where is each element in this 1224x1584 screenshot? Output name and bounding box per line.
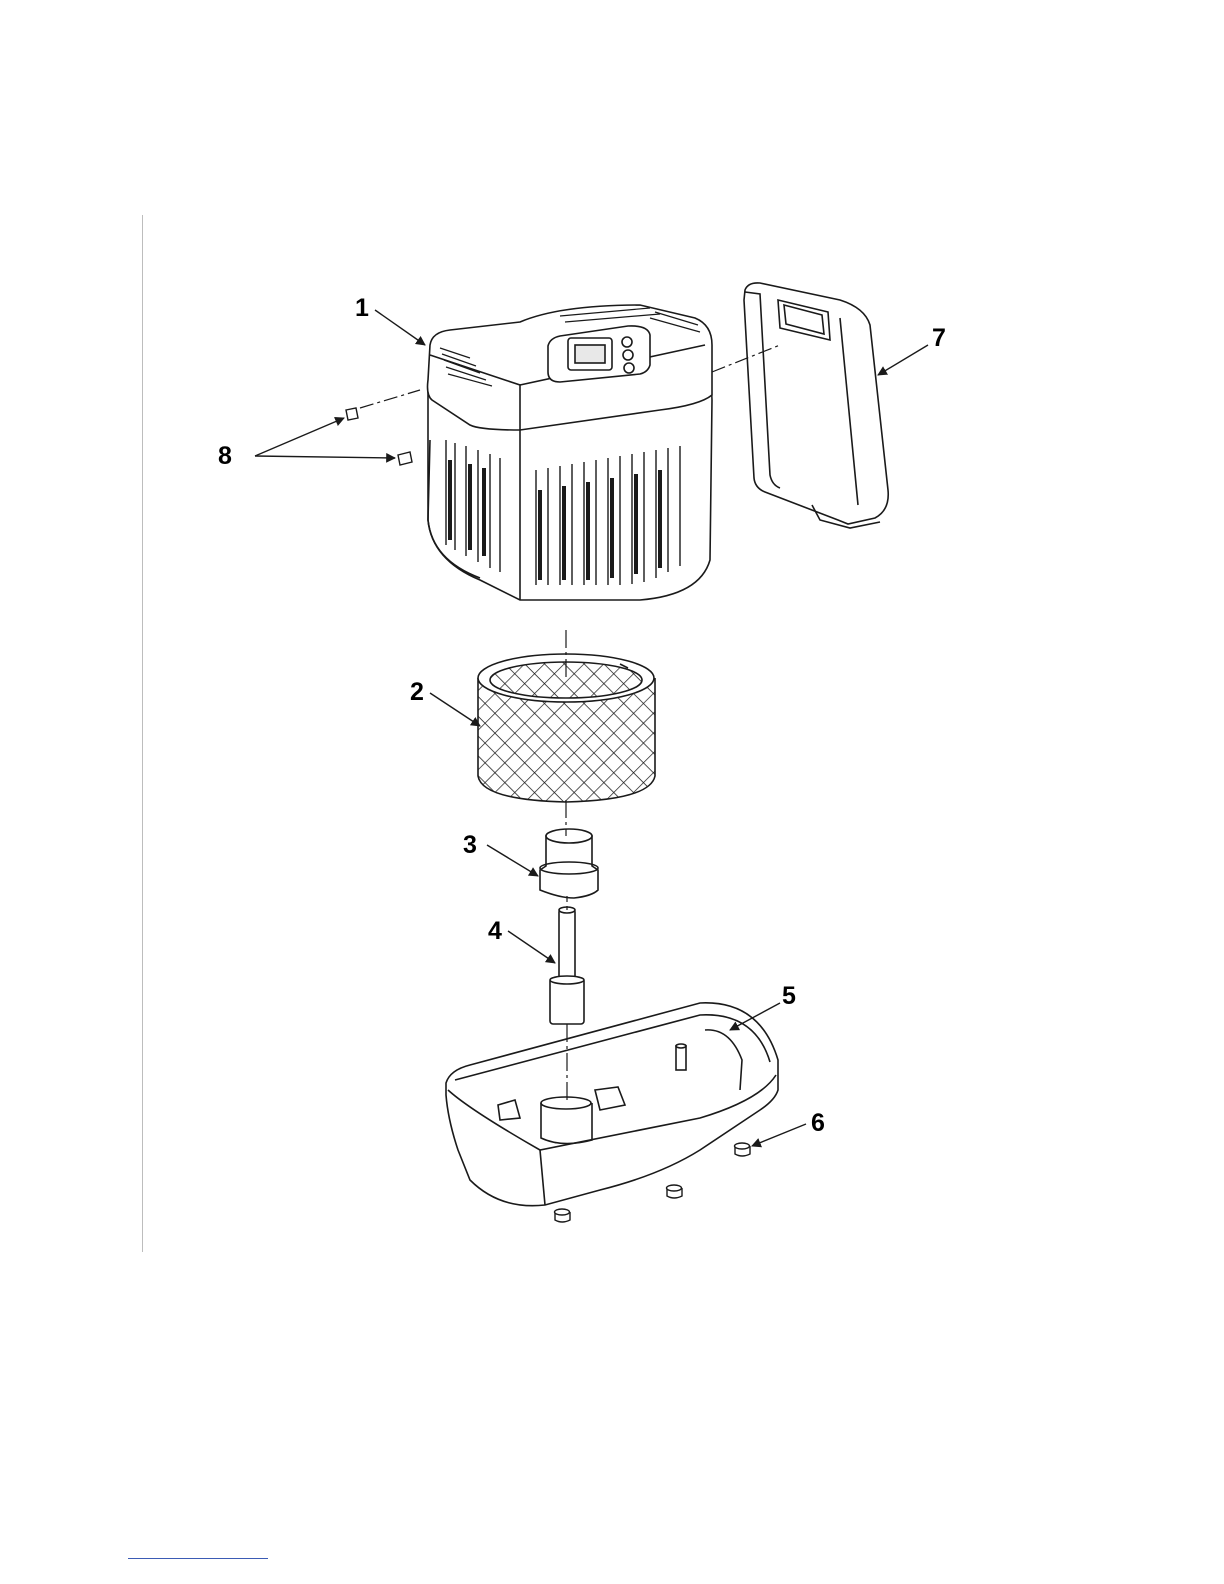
callout-8: 8 bbox=[218, 442, 232, 470]
part-8-caps bbox=[346, 408, 412, 465]
callout-3: 3 bbox=[463, 831, 477, 859]
callout-4: 4 bbox=[488, 917, 502, 945]
part-5-base-tray bbox=[446, 1003, 778, 1206]
part-4-float-rod bbox=[550, 907, 584, 1024]
part-1-housing bbox=[428, 305, 713, 600]
part-3-float bbox=[540, 829, 598, 898]
part-7-water-bottle bbox=[744, 283, 888, 528]
callout-2: 2 bbox=[410, 678, 424, 706]
callout-7: 7 bbox=[932, 324, 946, 352]
callout-5: 5 bbox=[782, 982, 796, 1010]
footer-rule bbox=[128, 1558, 268, 1559]
callout-6: 6 bbox=[811, 1109, 825, 1137]
callout-1: 1 bbox=[355, 294, 369, 322]
